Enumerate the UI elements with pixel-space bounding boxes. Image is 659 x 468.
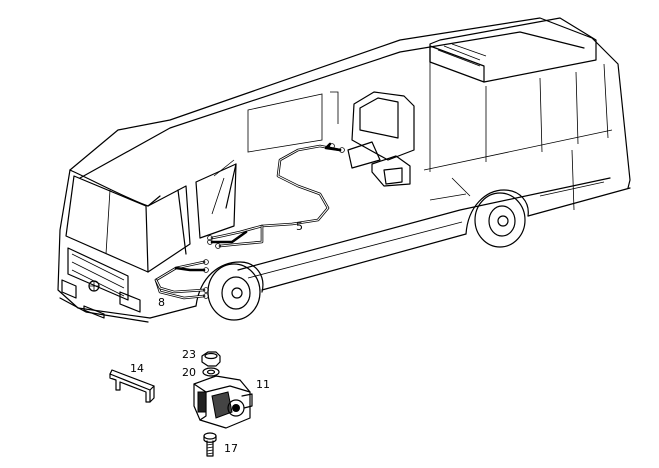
label-cable-upper: 5 (296, 220, 303, 233)
label-retainer: 14 (130, 362, 144, 375)
label-connector-unit: 11 (256, 378, 270, 391)
label-cable-front: 8 (158, 296, 165, 309)
cable-harness-front (154, 259, 209, 300)
label-washer: 20 (182, 366, 196, 379)
screw (203, 432, 217, 457)
hex-nut (201, 351, 221, 367)
washer (202, 367, 220, 377)
connector-unit (193, 375, 253, 429)
label-screw: 17 (224, 442, 238, 455)
retainer-bracket (109, 369, 155, 403)
cable-harness-upper (207, 142, 345, 249)
driver-seat (347, 91, 415, 187)
label-nut: 23 (182, 348, 196, 361)
bus-body (57, 17, 631, 323)
front-wheel (195, 261, 264, 321)
rear-wheel (465, 189, 529, 248)
